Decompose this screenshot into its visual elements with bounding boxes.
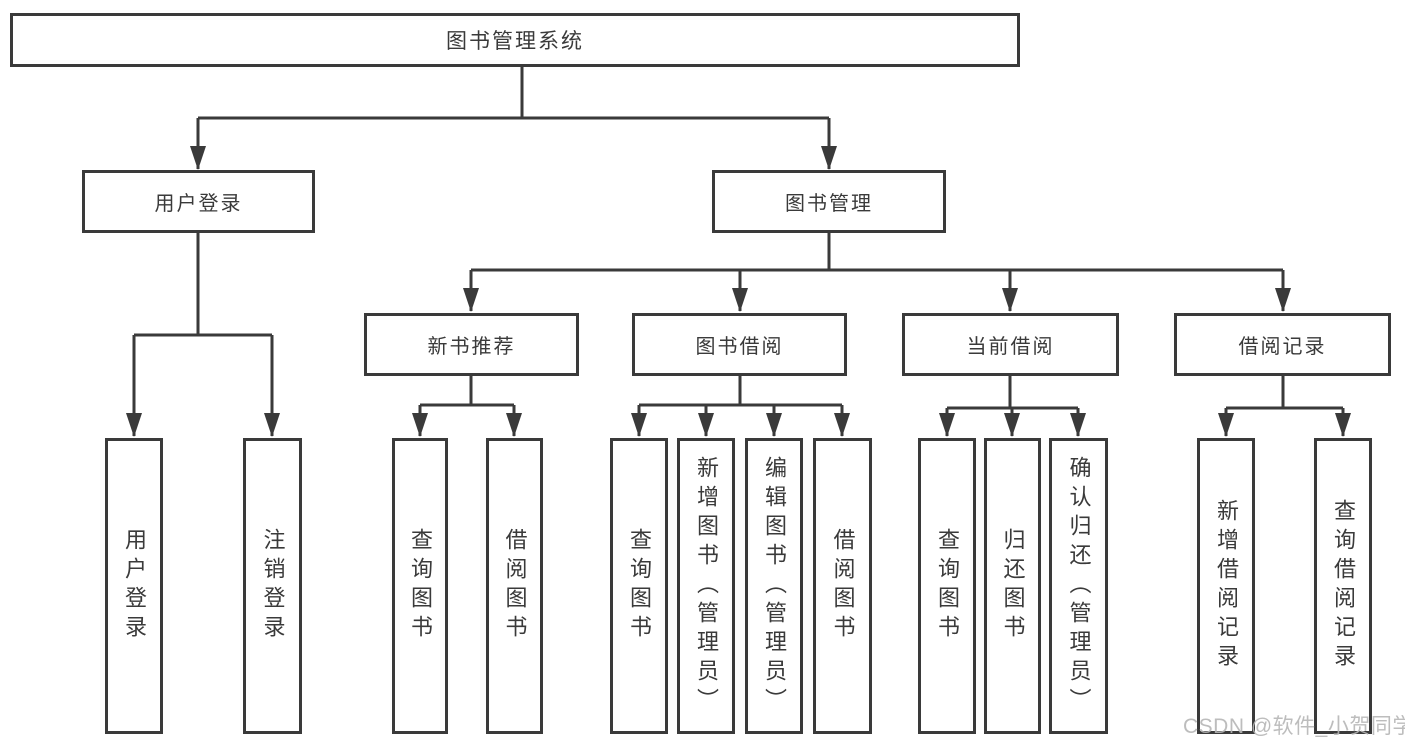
leaf-borrow-books-recommend: 借阅图书	[486, 438, 543, 734]
leaf-confirm-return-admin: 确认归还（管理员）	[1049, 438, 1108, 734]
leaf-user-login: 用户登录	[105, 438, 163, 734]
node-new-book-recommend: 新书推荐	[364, 313, 579, 376]
node-book-management: 图书管理	[712, 170, 946, 233]
leaf-logout: 注销登录	[243, 438, 302, 734]
connector-spines	[134, 67, 1343, 410]
leaf-borrow-books: 借阅图书	[813, 438, 872, 734]
node-borrow-records: 借阅记录	[1174, 313, 1391, 376]
watermark: CSDN @软件_小贺同学	[1183, 715, 1405, 738]
leaf-query-books-current: 查询图书	[918, 438, 976, 734]
leaf-return-book: 归还图书	[984, 438, 1041, 734]
leaf-add-borrow-record: 新增借阅记录	[1197, 438, 1255, 734]
leaf-edit-book-admin: 编辑图书（管理员）	[745, 438, 803, 734]
leaf-query-books-borrow: 查询图书	[610, 438, 668, 734]
leaf-add-book-admin: 新增图书（管理员）	[677, 438, 735, 734]
node-root: 图书管理系统	[10, 13, 1020, 67]
leaf-query-books-recommend: 查询图书	[392, 438, 448, 734]
node-book-borrow: 图书借阅	[632, 313, 847, 376]
leaf-query-borrow-record: 查询借阅记录	[1314, 438, 1372, 734]
node-current-borrow: 当前借阅	[902, 313, 1119, 376]
node-user-login: 用户登录	[82, 170, 315, 233]
